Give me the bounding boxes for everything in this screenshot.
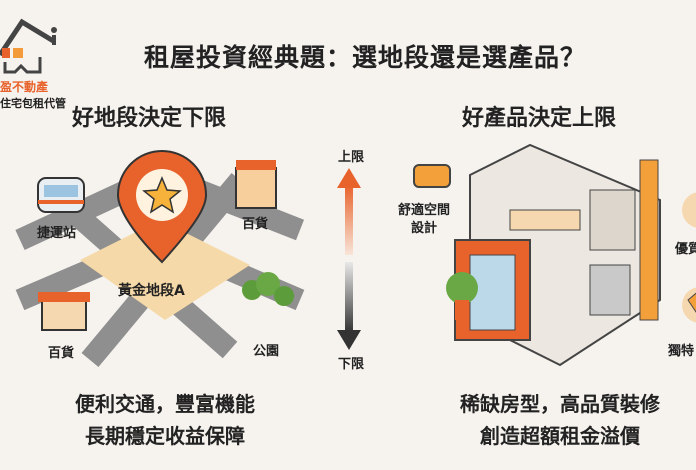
label-park: 公園 <box>253 344 280 359</box>
label-golden-area: 黃金地段A <box>118 283 185 299</box>
label-dept-store: 百貨 <box>242 217 269 232</box>
logo-tagline: 住宅包租代管 <box>0 97 66 110</box>
right-caption: 稀缺房型，高品質裝修創造超額租金溢價 <box>460 392 660 448</box>
train-icon <box>37 177 85 213</box>
up-arrow-icon <box>337 168 361 255</box>
department-store-icon <box>235 160 277 209</box>
left-caption: 便利交通，豐富機能長期穩定收益保障 <box>75 392 255 448</box>
label-dept-store-2: 百貨 <box>48 346 75 361</box>
scale-bottom-label: 下限 <box>338 357 365 372</box>
label-mrt: 捷運站 <box>37 226 77 241</box>
page-title: 租屋投資經典題：選地段還是選產品？ <box>143 43 586 72</box>
quality-icon <box>682 192 696 228</box>
sofa-icon <box>413 164 451 188</box>
down-arrow-icon <box>337 262 361 350</box>
shop-icon <box>38 292 90 331</box>
logo-name: 盈不動產 <box>0 80 49 94</box>
label-comfort: 舒適空間設計 <box>398 203 451 236</box>
golden-area <box>80 220 250 320</box>
label-quality: 優質 <box>675 242 696 257</box>
label-unique: 獨特 <box>668 344 695 359</box>
scale-top-label: 上限 <box>338 150 365 165</box>
diamond-icon <box>682 287 696 323</box>
left-heading: 好地段決定下限 <box>72 106 227 131</box>
logo-house-icon <box>0 18 57 74</box>
apartment-cutaway <box>446 143 661 367</box>
right-heading: 好產品決定上限 <box>462 106 617 131</box>
location-pin-icon <box>116 150 208 264</box>
park-trees-icon <box>242 272 294 306</box>
